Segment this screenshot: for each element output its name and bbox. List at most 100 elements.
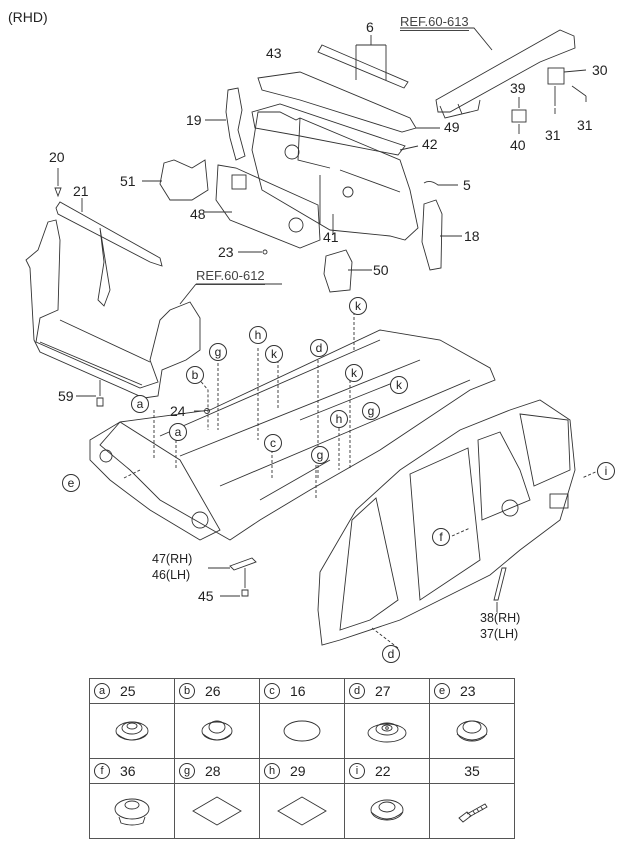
callout-49[interactable]: 49 bbox=[444, 119, 460, 135]
letter-callout-h[interactable]: h bbox=[249, 326, 267, 344]
callout-24[interactable]: 24 bbox=[170, 403, 186, 419]
ref-60-613-link[interactable]: REF.60-613 bbox=[400, 14, 469, 31]
letter-callout-g[interactable]: g bbox=[311, 446, 329, 464]
letter-callout-g[interactable]: g bbox=[209, 343, 227, 361]
callout-19[interactable]: 19 bbox=[186, 112, 202, 128]
callout-6[interactable]: 6 bbox=[366, 19, 374, 35]
callout-37-lh[interactable]: 37(LH) bbox=[480, 627, 519, 641]
legend-part-number: 25 bbox=[120, 683, 136, 699]
callout-46-lh[interactable]: 46(LH) bbox=[152, 568, 191, 582]
oval-pad-icon bbox=[283, 720, 321, 742]
callout-31-right[interactable]: 31 bbox=[577, 117, 593, 133]
legend-letter: d bbox=[349, 683, 365, 699]
legend-letter: f bbox=[94, 763, 110, 779]
cowl-upper-panel bbox=[257, 71, 417, 133]
front-frame-rail bbox=[435, 29, 576, 113]
callout-20[interactable]: 20 bbox=[49, 149, 65, 165]
legend-part-number: 28 bbox=[205, 763, 221, 779]
legend-cell-g: g 28 bbox=[174, 758, 260, 784]
grommet-plug-tall-icon bbox=[114, 798, 150, 826]
cowl-lower-panel bbox=[251, 103, 406, 156]
grommet-plug-large-icon bbox=[367, 722, 407, 743]
legend-letter: e bbox=[434, 683, 450, 699]
legend-part-number: 23 bbox=[460, 683, 476, 699]
legend-image-row bbox=[89, 783, 515, 839]
callout-59[interactable]: 59 bbox=[58, 388, 74, 404]
legend-part-number: 35 bbox=[464, 763, 480, 779]
letter-callout-d[interactable]: d bbox=[382, 645, 400, 663]
legend-part-number: 16 bbox=[290, 683, 306, 699]
callout-40[interactable]: 40 bbox=[510, 137, 526, 153]
letter-callout-e[interactable]: e bbox=[62, 474, 80, 492]
callout-45[interactable]: 45 bbox=[198, 588, 214, 604]
callout-5[interactable]: 5 bbox=[463, 177, 471, 193]
legend-cell-e: e 23 bbox=[429, 678, 515, 704]
letter-callout-k[interactable]: k bbox=[349, 297, 367, 315]
bracket-50 bbox=[323, 249, 353, 293]
dash-insulator bbox=[215, 164, 321, 249]
legend-cell-c: c 16 bbox=[259, 678, 345, 704]
legend-image-row bbox=[89, 703, 515, 759]
callout-30[interactable]: 30 bbox=[592, 62, 608, 78]
legend-cell-a: a 25 bbox=[89, 678, 175, 704]
callout-41[interactable]: 41 bbox=[323, 229, 339, 245]
callout-23[interactable]: 23 bbox=[218, 244, 234, 260]
ref-60-612-link[interactable]: REF.60-612 bbox=[196, 268, 265, 285]
letter-callout-c[interactable]: c bbox=[264, 434, 282, 452]
callout-21[interactable]: 21 bbox=[73, 183, 89, 199]
variant-label: (RHD) bbox=[8, 9, 48, 25]
legend-cell-35: 35 bbox=[429, 758, 515, 784]
callout-51[interactable]: 51 bbox=[120, 173, 136, 189]
radiator-support-assembly bbox=[25, 219, 201, 399]
letter-callout-a[interactable]: a bbox=[169, 423, 187, 441]
legend-letter: c bbox=[264, 683, 280, 699]
callout-42[interactable]: 42 bbox=[422, 136, 438, 152]
callout-47-rh[interactable]: 47(RH) bbox=[152, 552, 193, 566]
clip-39 bbox=[511, 109, 527, 123]
cowl-seal-strip bbox=[317, 44, 409, 89]
letter-callout-i[interactable]: i bbox=[597, 462, 615, 480]
legend-part-number: 29 bbox=[290, 763, 306, 779]
exploded-parts-diagram bbox=[25, 27, 601, 649]
legend-letter: a bbox=[94, 683, 110, 699]
flange-bolt-icon bbox=[458, 803, 488, 823]
legend-letter: h bbox=[264, 763, 280, 779]
callout-43[interactable]: 43 bbox=[266, 45, 282, 61]
diamond-pad-icon bbox=[277, 796, 327, 826]
letter-callout-h[interactable]: h bbox=[330, 410, 348, 428]
grommet-plug-icon bbox=[201, 720, 233, 741]
callout-18[interactable]: 18 bbox=[464, 228, 480, 244]
callout-38-rh[interactable]: 38(RH) bbox=[480, 611, 521, 625]
body-side-panel bbox=[317, 399, 576, 646]
letter-callout-b[interactable]: b bbox=[186, 366, 204, 384]
bracket-30 bbox=[547, 67, 565, 85]
legend-part-number: 26 bbox=[205, 683, 221, 699]
grommet-plug-icon bbox=[456, 720, 488, 742]
letter-callout-a[interactable]: a bbox=[131, 395, 149, 413]
letter-callout-f[interactable]: f bbox=[432, 528, 450, 546]
bracket-51 bbox=[159, 159, 209, 201]
legend-letter: i bbox=[349, 763, 365, 779]
callout-31-left[interactable]: 31 bbox=[545, 127, 561, 143]
letter-callout-k[interactable]: k bbox=[390, 376, 408, 394]
dash-panel bbox=[251, 111, 419, 241]
callout-50[interactable]: 50 bbox=[373, 262, 389, 278]
legend-part-number: 27 bbox=[375, 683, 391, 699]
legend-cell-d: d 27 bbox=[344, 678, 430, 704]
callout-48[interactable]: 48 bbox=[190, 206, 206, 222]
radiator-support-upper bbox=[55, 201, 163, 267]
legend-letter: g bbox=[179, 763, 195, 779]
callout-39[interactable]: 39 bbox=[510, 80, 526, 96]
grommet-plug-icon bbox=[115, 721, 149, 741]
letter-callout-k[interactable]: k bbox=[265, 345, 283, 363]
letter-callout-d[interactable]: d bbox=[310, 339, 328, 357]
floor-pan bbox=[99, 329, 496, 541]
letter-callout-g[interactable]: g bbox=[362, 402, 380, 420]
legend-cell-h: h 29 bbox=[259, 758, 345, 784]
side-bracket-19 bbox=[225, 87, 246, 161]
letter-callout-k[interactable]: k bbox=[345, 364, 363, 382]
